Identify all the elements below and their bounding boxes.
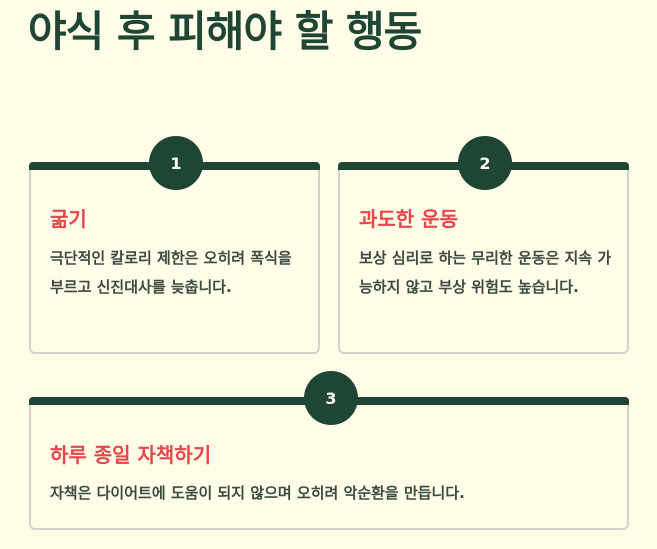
- card-title: 하루 종일 자책하기: [50, 443, 212, 467]
- card-title: 굶기: [50, 207, 87, 231]
- number-badge: 3: [304, 371, 358, 425]
- number-badge-label: 1: [170, 153, 182, 173]
- number-badge: 1: [149, 136, 203, 190]
- tip-card-3: 3 하루 종일 자책하기 자책은 다이어트에 도움이 되지 않으며 오히려 악순…: [29, 371, 629, 530]
- page-title: 야식 후 피해야 할 행동: [28, 7, 422, 56]
- card-description: 극단적인 칼로리 제한은 오히려 폭식을 부르고 신진대사를 늦춥니다.: [50, 249, 292, 296]
- card-title: 과도한 운동: [359, 207, 458, 231]
- card-description: 자책은 다이어트에 도움이 되지 않으며 오히려 악순환을 만듭니다.: [50, 484, 465, 502]
- number-badge: 2: [458, 136, 512, 190]
- card-description: 보상 심리로 하는 무리한 운동은 지속 가능하지 않고 부상 위험도 높습니다…: [359, 249, 612, 296]
- number-badge-label: 2: [479, 153, 491, 173]
- number-badge-label: 3: [325, 388, 337, 408]
- tip-card-2: 2 과도한 운동 보상 심리로 하는 무리한 운동은 지속 가능하지 않고 부상…: [338, 136, 629, 354]
- tip-card-1: 1 굶기 극단적인 칼로리 제한은 오히려 폭식을 부르고 신진대사를 늦춥니다…: [29, 136, 320, 354]
